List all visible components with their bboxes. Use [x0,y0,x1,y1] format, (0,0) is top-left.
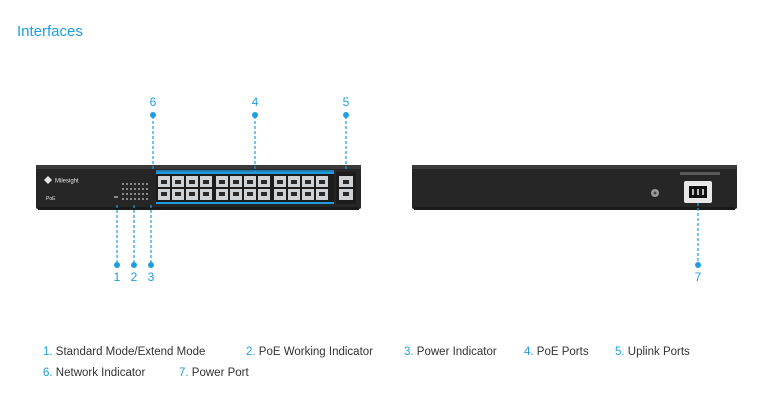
ground-screw-icon [651,189,659,197]
uplink-ports [336,172,356,204]
legend-item: 3. Power Indicator [404,346,497,358]
callout-5: 5 [343,95,350,109]
led-indicators [114,183,148,200]
callout-3: 3 [148,270,155,284]
callout-dots [114,112,701,268]
legend-item: 5. Uplink Ports [615,346,690,358]
front-panel: Milesight PoE [36,165,361,210]
legend-item: 6. Network Indicator [43,367,146,379]
rear-panel [412,165,737,210]
callout-6: 6 [150,95,157,109]
legend-item: 1. Standard Mode/Extend Mode [43,346,206,358]
poe-ports [156,172,334,204]
power-port [684,181,712,203]
model-label: PoE [46,196,56,202]
callout-2: 2 [131,270,138,284]
callout-7: 7 [695,270,702,284]
milesight-logo-icon [44,176,52,184]
callout-lines [116,116,699,264]
legend-item: 7. Power Port [179,367,249,379]
callout-4: 4 [252,95,259,109]
legend-item: 4. PoE Ports [524,346,589,358]
callout-1: 1 [114,270,121,284]
section-title: Interfaces [17,23,83,40]
brand-label: Milesight [55,179,79,185]
legend-item: 2. PoE Working Indicator [246,346,373,358]
